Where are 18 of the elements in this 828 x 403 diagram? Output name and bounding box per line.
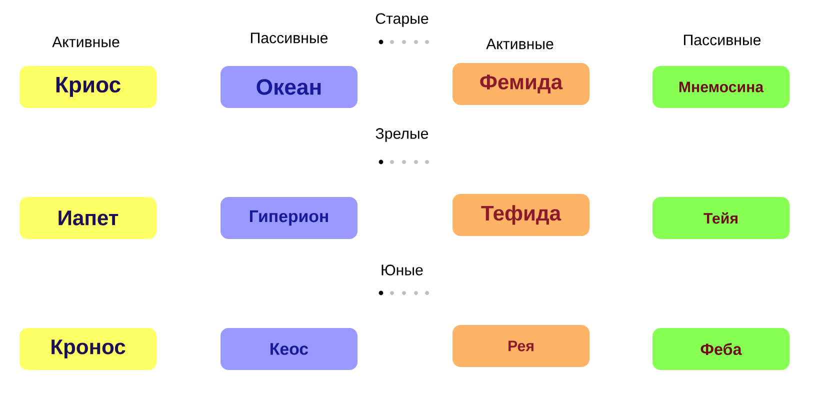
group-label: Юные <box>382 264 423 276</box>
name-box: Гиперион <box>220 197 358 239</box>
name-box: Кеос <box>220 328 358 370</box>
name-box: Фемида <box>452 63 590 105</box>
name-box: Мнемосина <box>652 66 790 108</box>
group-label: Пассивные <box>684 34 761 46</box>
name-box: Тефида <box>452 194 590 236</box>
name-box: Тейя <box>652 197 790 239</box>
group-label: Активные <box>52 36 120 48</box>
name-box: Феба <box>652 328 790 370</box>
name-box: Кронос <box>20 328 156 370</box>
name-box: Иапет <box>20 197 156 239</box>
group-label: Зрелые <box>376 128 428 142</box>
group-label: Старые <box>376 13 428 27</box>
name-box: Океан <box>220 66 358 108</box>
name-box: Рея <box>452 325 590 367</box>
name-box: Криос <box>20 66 156 108</box>
group-label: Пассивные <box>250 32 328 44</box>
